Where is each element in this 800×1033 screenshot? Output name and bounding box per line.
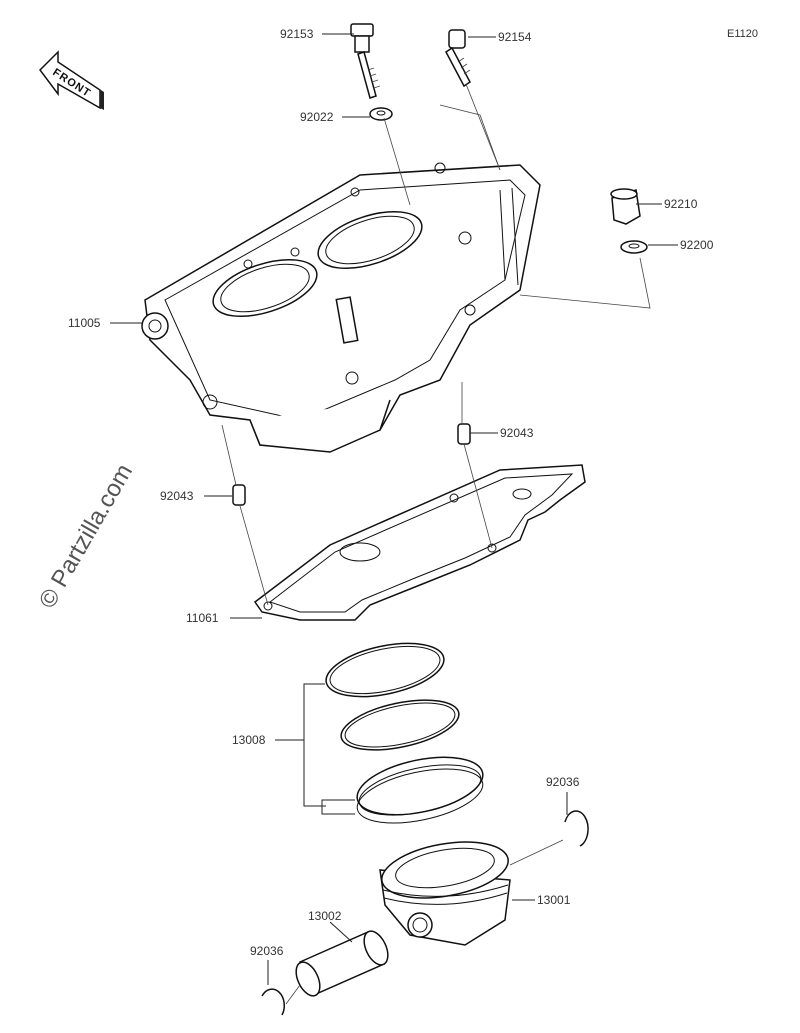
- part-label-92043-lower: 92043: [160, 489, 194, 503]
- part-labels: 92153 92154 92022 92210 92200 11005 9204…: [68, 27, 714, 958]
- circlip-lower-icon: [261, 988, 286, 1016]
- watermark: © Partzilla.com: [34, 459, 138, 613]
- piston-pin-icon: [295, 930, 389, 997]
- part-label-11005: 11005: [68, 316, 101, 330]
- part-label-13001: 13001: [537, 893, 571, 907]
- piston-ring-oil-icon: [356, 756, 484, 824]
- part-label-92154: 92154: [498, 30, 532, 44]
- cylinder-block-icon: [141, 162, 541, 453]
- collar-92210-icon: [610, 188, 641, 225]
- circlip-upper-icon: [564, 810, 589, 847]
- washer-92022-icon: [369, 107, 393, 121]
- piston-ring-top-icon: [325, 642, 445, 698]
- part-label-92022: 92022: [300, 110, 334, 124]
- part-label-11061: 11061: [186, 611, 219, 625]
- dowel-pin-lower-icon: [232, 484, 246, 506]
- piston-ring-second-icon: [340, 699, 460, 751]
- part-label-13002: 13002: [308, 909, 342, 923]
- part-label-92043-upper: 92043: [500, 426, 534, 440]
- piston-icon: [379, 841, 511, 946]
- part-label-92153: 92153: [280, 27, 314, 41]
- bolt-92153-icon: [350, 23, 381, 99]
- part-label-92200: 92200: [680, 238, 714, 252]
- washer-92200-icon: [620, 240, 648, 254]
- part-label-13008: 13008: [232, 733, 266, 747]
- part-label-92036-lower: 92036: [250, 944, 284, 958]
- part-label-92036-upper: 92036: [546, 775, 580, 789]
- base-gasket-icon: [253, 464, 586, 621]
- bolt-92154-icon: [445, 29, 471, 88]
- leader-lines: [110, 33, 678, 1005]
- dowel-pin-upper-icon: [457, 423, 471, 445]
- part-label-92210: 92210: [664, 197, 698, 211]
- front-arrow-icon: FRONT: [39, 50, 104, 110]
- diagram-code: E1120: [727, 28, 758, 40]
